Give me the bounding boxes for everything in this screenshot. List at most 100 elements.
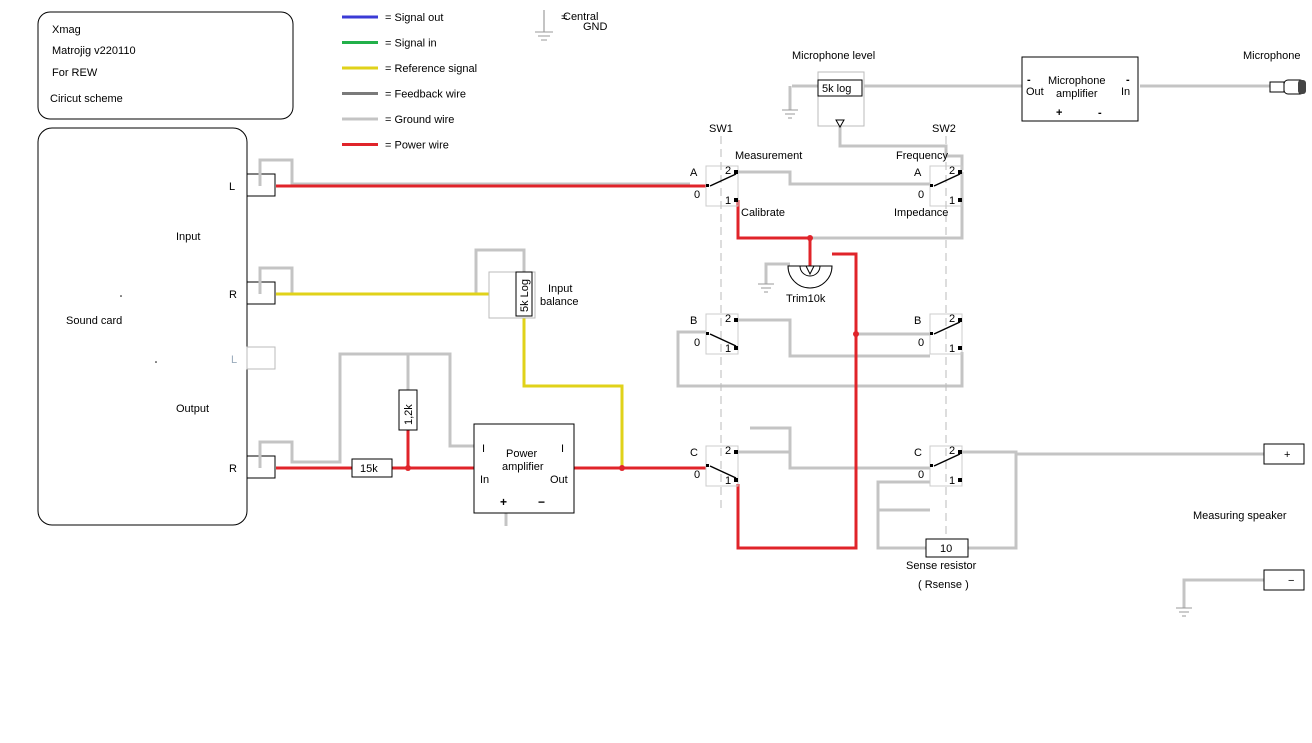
svg-text:I: I: [482, 443, 485, 455]
sw2-title: SW2: [932, 123, 956, 135]
input-balance-label-1: Input: [548, 283, 572, 295]
sw2-b-pos1: 1: [949, 343, 955, 355]
speaker-minus: −: [1288, 575, 1294, 587]
sense-resistor-label-1: Sense resistor: [906, 560, 977, 572]
measuring-speaker: + Measuring speaker −: [1193, 443, 1305, 591]
speaker-plus: +: [1284, 449, 1290, 461]
switch-linkage: [720, 136, 947, 540]
sense-resistor-label-2: ( Rsense ): [918, 579, 969, 591]
sw2-b-letter: B: [914, 315, 921, 327]
sw1-b-switch: B 0 2 1: [690, 313, 739, 355]
speaker-label: Measuring speaker: [1193, 510, 1287, 522]
sw1-a-pos1: 1: [725, 195, 731, 207]
sw1-b-letter: B: [690, 315, 697, 327]
sw2-b-pos2: 2: [949, 313, 955, 325]
power-amp-out: Out: [550, 474, 568, 486]
power-amp-plus: +: [500, 495, 507, 509]
trim-10k: Trim10k: [786, 265, 833, 305]
ground-wires: [258, 84, 1270, 608]
sw1-measurement: Measurement: [735, 150, 802, 162]
sound-card-title: Sound card: [66, 315, 122, 327]
sw1-a-letter: A: [690, 167, 698, 179]
microphone-label: Microphone: [1243, 50, 1300, 62]
mic-level-pot-label: 5k log: [822, 83, 851, 95]
power-amp-minus: −: [538, 495, 545, 509]
sw1-a-pos0: 0: [694, 189, 700, 201]
info-line-2: Matrojig v220110: [52, 45, 136, 57]
info-line-4: Ciricut scheme: [50, 93, 123, 105]
legend-label: = Signal out: [385, 12, 443, 24]
sw1-c-pos0: 0: [694, 469, 700, 481]
port-out-l-label: L: [231, 354, 237, 366]
info-line-1: Xmag: [52, 24, 81, 36]
mic-amp-title-2: amplifier: [1056, 88, 1098, 100]
microphone: Microphone: [1243, 50, 1306, 95]
port-in-r-label: R: [229, 289, 237, 301]
sw2-frequency: Frequency: [896, 150, 948, 162]
input-balance-pot: 5k Log Input balance: [488, 271, 579, 319]
reference-wires: [276, 292, 624, 466]
sw1-a-pos2: 2: [725, 165, 731, 177]
sw2-impedance: Impedance: [894, 207, 948, 219]
mic-amplifier: Microphone amplifier Out In - - + -: [1021, 56, 1139, 122]
central-gnd: Central GND =: [535, 10, 608, 41]
trim-label: Trim10k: [786, 293, 826, 305]
sound-card-input-label: Input: [176, 231, 200, 243]
sw2-c-pos2: 2: [949, 445, 955, 457]
sense-resistor: 10 Sense resistor ( Rsense ): [906, 538, 977, 591]
sw1-b-pos1: 1: [725, 343, 731, 355]
sw1-b-pos0: 0: [694, 337, 700, 349]
mic-amp-out: Out: [1026, 86, 1044, 98]
mic-amp-minus-left: -: [1027, 74, 1031, 86]
power-amp-title-2: amplifier: [502, 461, 544, 473]
sw1-calibrate: Calibrate: [741, 207, 785, 219]
input-balance-label-2: balance: [540, 296, 579, 308]
mic-amp-in: In: [1121, 86, 1130, 98]
sw1-c-letter: C: [690, 447, 698, 459]
legend-label: = Reference signal: [385, 63, 477, 75]
resistor-15k-label: 15k: [360, 463, 378, 475]
port-in-l-label: L: [229, 181, 235, 193]
sw1-c-switch: C 0 2 1: [690, 445, 739, 487]
sw2-b-pos0: 0: [918, 337, 924, 349]
mic-amp-minus-right: -: [1126, 74, 1130, 86]
sw1-c-pos1: 1: [725, 475, 731, 487]
sw2-a-pos0: 0: [918, 189, 924, 201]
input-balance-pot-label: 5k Log: [519, 279, 531, 312]
port-out-r-label: R: [229, 463, 237, 475]
legend-label: = Power wire: [385, 140, 449, 152]
sw2-b-switch: B 0 2 1: [914, 313, 963, 355]
sw1-a-switch: A 0 2 1: [690, 165, 739, 207]
legend-label: = Feedback wire: [385, 89, 466, 101]
legend-label: = Ground wire: [385, 114, 454, 126]
sw2-c-pos0: 0: [918, 469, 924, 481]
mic-level-title: Microphone level: [792, 50, 875, 62]
sw1-c-pos2: 2: [725, 445, 731, 457]
power-amplifier: Power amplifier In Out + − I I: [473, 423, 575, 514]
svg-text:=: =: [561, 12, 567, 24]
sw2-c-pos1: 1: [949, 475, 955, 487]
sw2-a-pos1: 1: [949, 195, 955, 207]
sw1-b-pos2: 2: [725, 313, 731, 325]
central-gnd-label-2: GND: [583, 21, 608, 33]
sound-card-output-label: Output: [176, 403, 209, 415]
sw1-title: SW1: [709, 123, 733, 135]
resistor-1k2: 1,2k: [398, 389, 418, 431]
power-amp-title-1: Power: [506, 448, 538, 460]
svg-text:I: I: [561, 443, 564, 455]
mic-amp-plus: +: [1056, 107, 1062, 119]
resistor-15k: 15k: [351, 458, 393, 478]
sound-card: Input Sound card Output L R L R: [37, 127, 276, 526]
red-junctions: [405, 235, 859, 471]
legend-label: = Signal in: [385, 38, 437, 50]
sw2-a-pos2: 2: [949, 165, 955, 177]
central-gnd-label-1: Central: [563, 11, 598, 23]
resistor-1k2-label: 1,2k: [403, 404, 415, 425]
info-box: Xmag Matrojig v220110 For REW Ciricut sc…: [37, 11, 294, 120]
legend: = Signal out = Signal in = Reference signa…: [342, 12, 477, 152]
mic-level-pot: Microphone level 5k log: [792, 50, 875, 129]
